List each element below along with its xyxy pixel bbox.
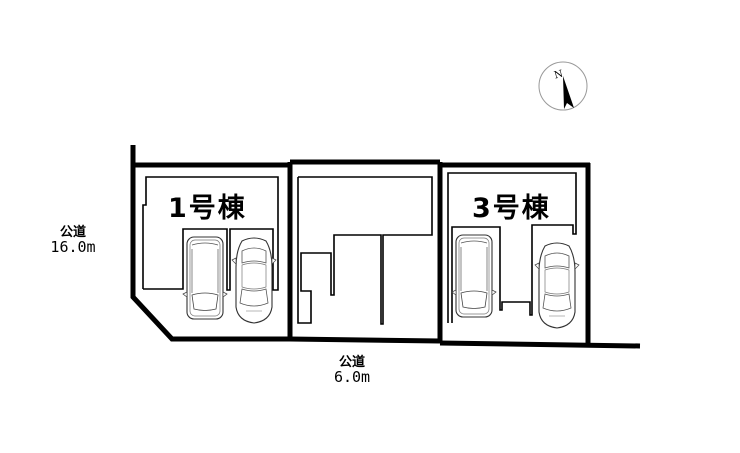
site-boundary bbox=[130, 145, 641, 349]
compass: N bbox=[537, 60, 589, 112]
lot-2-footprint bbox=[297, 176, 433, 325]
south-road-name: 公道 bbox=[338, 355, 365, 370]
lot-3-footprint bbox=[447, 172, 577, 323]
west-road-width: 16.0m bbox=[50, 237, 96, 256]
north-arrow-icon: N bbox=[538, 61, 588, 111]
south-road-label: 公道 6.0m bbox=[322, 356, 382, 385]
lot-1-car-van bbox=[182, 236, 228, 320]
svg-text:N: N bbox=[553, 69, 565, 82]
lot-3-label: 3号棟 bbox=[472, 193, 551, 224]
lot-1-car-sedan bbox=[231, 237, 277, 324]
south-road-width: 6.0m bbox=[333, 367, 371, 386]
lot-3-car-van bbox=[451, 234, 497, 318]
west-road-name: 公道 bbox=[59, 225, 86, 240]
lot-3-car-sedan bbox=[534, 242, 580, 329]
lot-1-label: 1号棟 bbox=[168, 193, 247, 224]
lot-1-footprint bbox=[142, 176, 279, 291]
west-road-label: 公道 16.0m bbox=[40, 226, 106, 255]
